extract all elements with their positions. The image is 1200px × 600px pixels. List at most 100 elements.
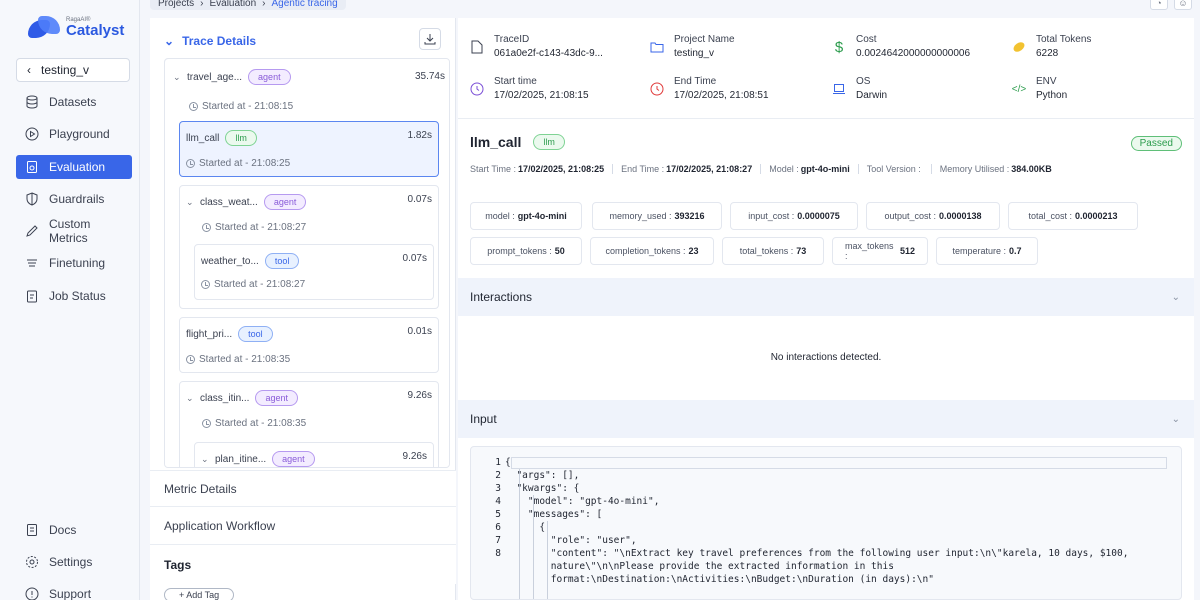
node-badge: agent — [272, 451, 315, 467]
token-icon — [1012, 40, 1026, 54]
download-button[interactable] — [419, 28, 441, 50]
laptop-icon — [832, 82, 846, 96]
bell-icon[interactable]: ◔ — [1150, 0, 1168, 10]
input-section[interactable]: Input ⌄ — [458, 400, 1194, 438]
metric-details-title: Metric Details — [164, 481, 237, 496]
brand-logo[interactable]: RagaAI® Catalyst — [28, 16, 124, 38]
sidebar-item-custom-metrics[interactable]: Custom Metrics — [16, 217, 132, 245]
info-label: End Time : — [621, 164, 665, 174]
trace-node-llm-call[interactable]: llm_call llm 1.82s Started at - 21:08:25 — [179, 121, 439, 177]
tags-section: Tags — [150, 544, 456, 584]
meta-label: Cost — [856, 34, 877, 45]
sidebar-item-playground[interactable]: Playground — [16, 122, 132, 146]
add-tag-button[interactable]: + Add Tag — [164, 588, 235, 600]
breadcrumb-separator-icon: › — [200, 0, 204, 9]
sidebar-item-label: Docs — [49, 523, 77, 537]
node-duration: 0.01s — [407, 326, 432, 337]
trace-node-flight-price[interactable]: flight_pri... tool 0.01s Started at - 21… — [179, 317, 439, 373]
sidebar-item-support[interactable]: Support — [16, 582, 132, 600]
trace-details-toggle[interactable]: ⌄ Trace Details — [164, 34, 256, 48]
node-duration: 35.74s — [414, 71, 445, 82]
chip-input-cost: input_cost :0.0000075 — [730, 202, 858, 230]
sidebar-item-docs[interactable]: Docs — [16, 518, 132, 542]
line-number: 5 — [495, 509, 501, 520]
sidebar-item-evaluation[interactable]: Evaluation — [16, 155, 132, 179]
project-selector[interactable]: ‹ testing_v — [16, 58, 130, 82]
meta-label: TraceID — [494, 34, 530, 45]
brand-company: RagaAI® — [66, 16, 91, 23]
sidebar-item-settings[interactable]: Settings — [16, 550, 132, 574]
sidebar-item-label: Job Status — [49, 289, 106, 303]
line-number — [471, 561, 505, 572]
trace-panel: ⌄ Trace Details ⌄ travel_age... agent 35… — [150, 18, 456, 600]
clock-icon — [202, 223, 211, 232]
trace-node-class-weather[interactable]: ⌄ class_weat... agent 0.07s Started at -… — [179, 185, 439, 309]
code-line: "content": "\nExtract key travel prefere… — [505, 548, 1129, 559]
breadcrumb-projects[interactable]: Projects — [158, 0, 195, 9]
sidebar: RagaAI® Catalyst ‹ testing_v Datasets Pl… — [0, 0, 140, 600]
info-start-time: 17/02/2025, 21:08:25 — [518, 164, 605, 174]
code-line: { — [505, 522, 546, 533]
chip-total-tokens: total_tokens :73 — [722, 237, 824, 265]
folder-icon — [650, 40, 664, 54]
meta-value: Darwin — [856, 90, 888, 101]
clock-icon — [186, 159, 195, 168]
interactions-title: Interactions — [470, 290, 533, 304]
line-number: 3 — [495, 483, 501, 494]
support-icon — [25, 587, 39, 600]
application-workflow-section[interactable]: Application Workflow — [150, 506, 456, 544]
interactions-section[interactable]: Interactions ⌄ — [458, 278, 1194, 316]
sidebar-item-label: Support — [49, 587, 92, 600]
top-actions: ◔ ☺ — [1150, 0, 1192, 10]
span-title: llm_call llm — [470, 134, 565, 150]
trace-node-weather-tool[interactable]: weather_to... tool 0.07s Started at - 21… — [194, 244, 434, 300]
breadcrumb-evaluation[interactable]: Evaluation — [209, 0, 257, 9]
node-started: Started at - 21:08:15 — [202, 101, 294, 112]
input-code-viewer[interactable]: 1{ 2 "args": [], 3 "kwargs": { 4 "model"… — [470, 446, 1182, 600]
chip-completion-tokens: completion_tokens :23 — [590, 237, 714, 265]
breadcrumb: Projects › Evaluation › Agentic tracing — [150, 0, 346, 10]
document-icon — [25, 523, 39, 537]
metric-details-section[interactable]: Metric Details — [150, 470, 456, 506]
chevron-down-icon: ⌄ — [186, 392, 194, 403]
play-icon — [25, 127, 39, 141]
chip-prompt-tokens: prompt_tokens :50 — [470, 237, 582, 265]
sidebar-item-guardrails[interactable]: Guardrails — [16, 187, 132, 211]
sidebar-item-finetuning[interactable]: Finetuning — [16, 251, 132, 275]
info-label: Start Time : — [470, 164, 517, 174]
node-started: Started at - 21:08:35 — [215, 418, 307, 429]
info-model: gpt-4o-mini — [800, 164, 850, 174]
sliders-icon — [25, 256, 39, 270]
node-badge: agent — [263, 194, 307, 210]
trace-tree[interactable]: ⌄ travel_age... agent 35.74s Started at … — [164, 58, 450, 468]
trace-node-class-itinerary[interactable]: ⌄ class_itin... agent 9.26s Started at -… — [179, 381, 439, 467]
meta-value: 0.0024642000000000006 — [856, 48, 971, 59]
chevron-down-icon: ⌄ — [1171, 291, 1180, 303]
sidebar-item-datasets[interactable]: Datasets — [16, 90, 132, 114]
clock-icon — [189, 102, 198, 111]
breadcrumb-separator-icon: › — [262, 0, 266, 9]
node-started: Started at - 21:08:27 — [215, 222, 307, 233]
node-name: class_weat... — [200, 196, 258, 208]
meta-label: Start time — [494, 76, 537, 87]
trace-node-plan-itinerary[interactable]: ⌄ plan_itine... agent 9.26s — [194, 442, 434, 467]
info-label: Tool Version : — [866, 164, 921, 174]
chip-total-cost: total_cost :0.0000213 — [1008, 202, 1138, 230]
chevron-down-icon: ⌄ — [173, 71, 181, 82]
node-name: class_itin... — [200, 392, 250, 404]
sidebar-item-job-status[interactable]: Job Status — [16, 284, 132, 308]
code-line: "args": [], — [505, 470, 580, 481]
node-badge: agent — [255, 390, 298, 406]
info-label: Memory Utilised : — [939, 164, 1010, 174]
sidebar-item-label: Guardrails — [49, 192, 105, 206]
chip-max-tokens: max_tokens :512 — [832, 237, 928, 265]
info-label: Model : — [769, 164, 799, 174]
user-icon[interactable]: ☺ — [1174, 0, 1192, 10]
chip-temperature: temperature :0.7 — [936, 237, 1038, 265]
meta-value: 17/02/2025, 21:08:51 — [674, 90, 769, 101]
node-name: flight_pri... — [186, 328, 233, 340]
